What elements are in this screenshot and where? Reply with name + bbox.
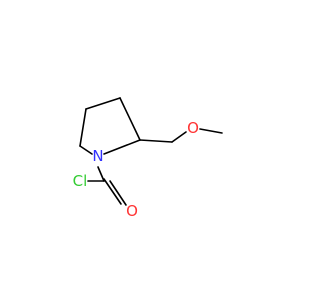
- bond-c5-n: [79, 145, 93, 155]
- atom-chlorine: Cl: [73, 172, 88, 190]
- bond-carbonyl-o-1: [103, 178, 122, 205]
- bond-c4-c5: [79, 108, 87, 147]
- bond-n-c2: [103, 139, 141, 155]
- atom-oxygen-ether: O: [187, 119, 199, 137]
- bond-c2-ch2: [139, 139, 173, 143]
- atom-oxygen-carbonyl: O: [126, 202, 138, 220]
- bonds: [79, 97, 223, 206]
- bond-n-carbonyl: [97, 166, 105, 182]
- bond-c2-c3: [119, 97, 141, 141]
- atom-nitrogen: N: [92, 147, 103, 165]
- bond-ch2-o: [171, 131, 187, 143]
- atom-labels: N O O Cl: [73, 119, 199, 220]
- bond-c3-c4: [85, 97, 121, 110]
- molecule-diagram: N O O Cl: [73, 97, 223, 220]
- bond-o-ch3: [199, 128, 223, 134]
- bond-carbonyl-o-2: [109, 180, 127, 206]
